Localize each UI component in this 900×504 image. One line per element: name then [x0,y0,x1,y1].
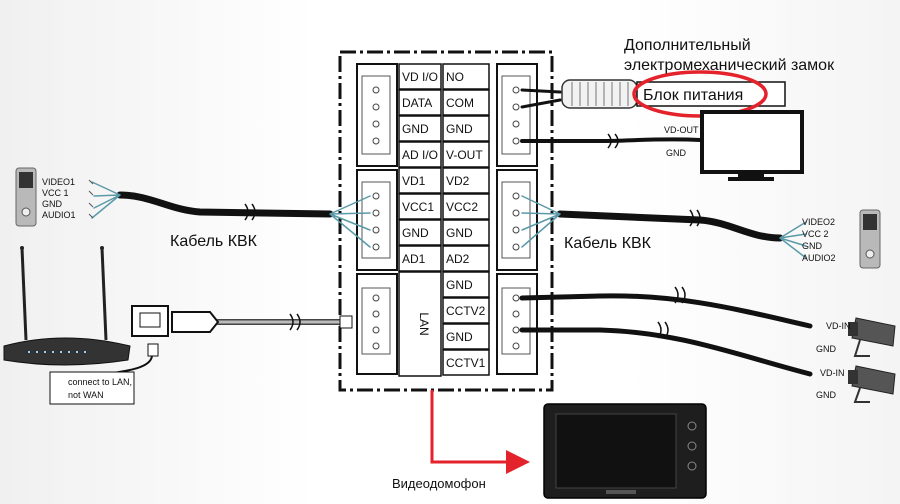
terminal-right-cell [442,219,490,246]
terminal-right-label: GND [446,226,473,240]
kvk-cable-left-label: Кабель КВК [170,233,258,250]
terminal-right-cell [442,245,490,272]
cam2-vd-in-label: VD-IN [820,368,845,378]
terminal-left-cell [398,219,442,246]
terminal-left-cell [398,193,442,220]
terminal-right-cell [442,323,490,350]
terminal-right-label: COM [446,96,474,110]
terminal-left-label: VD I/O [402,70,438,84]
terminal-right-label: VCC2 [446,200,478,214]
panel1-labels: VIDEO1 VCC 1 GND AUDIO1 [42,177,76,220]
terminal-right-cell [442,271,490,298]
terminal-right-label: VD2 [446,174,470,188]
cctv-camera-2 [848,365,896,403]
cam2-gnd-label: GND [816,390,837,400]
terminal-left-cell [398,63,442,90]
terminal-left-cell [398,141,442,168]
terminal-right-label: CCTV1 [446,356,486,370]
rj45-socket [131,305,169,337]
router [3,246,131,366]
panel1-terminals [88,179,94,219]
terminal-right-cell [442,167,490,194]
call-panel-2 [859,209,881,269]
monitor-gnd-label: GND [666,148,687,158]
right-connector-block-3 [496,273,538,375]
panel2-gnd-label: GND [802,241,823,251]
terminal-left-cell [398,245,442,272]
terminal-right-label: GND [446,330,473,344]
lan-plug-end [339,315,353,329]
arrow-head [506,450,530,474]
videophone-monitor [543,403,707,499]
lock-ribbon-connector [561,79,638,109]
terminal-right-cell [442,349,490,376]
terminal-right-label: AD2 [446,252,470,266]
left-connector-block-1 [356,63,398,167]
lock-title-line1: Дополнительный [624,37,751,54]
router-note-line2: not WAN [68,390,104,400]
monitor-vd-out-label: VD-OUT [664,125,699,135]
videophone-label: Видеодомофон [392,476,486,491]
cam1-vd-in-label: VD-IN [826,321,851,331]
left-connector-block-2 [356,169,398,271]
terminal-left-label: VD1 [402,174,426,188]
panel1-vcc-label: VCC 1 [42,188,69,198]
panel2-vcc-label: VCC 2 [802,229,829,239]
kvk-cable-right [556,210,784,242]
terminal-left-label: DATA [402,96,432,110]
router-note-line1: connect to LAN, [68,377,132,387]
videophone-arrow [430,390,508,464]
rj45-plug [171,311,220,333]
terminal-right-label: GND [446,278,473,292]
terminal-grid-right: NOCOMGNDV-OUTVD2VCC2GNDAD2GNDCCTV2GNDCCT… [442,63,490,376]
terminal-left-label: GND [402,226,429,240]
right-connector-block-1 [496,63,538,167]
videophone-button-1 [687,421,697,431]
cctv-camera-1 [848,317,896,357]
terminal-left-label: VCC1 [402,200,434,214]
panel2-video-label: VIDEO2 [802,217,835,227]
kvk-cable-left [116,191,334,218]
lan-label: LAN [417,312,431,335]
terminal-right-cell [442,297,490,324]
lan-cell [398,271,442,377]
power-supply-label: Блок питания [643,87,743,104]
kvk-cable-right-label: Кабель КВК [564,235,652,252]
panel1-gnd-label: GND [42,199,63,209]
terminal-right-cell [442,63,490,90]
panel2-labels: VIDEO2 VCC 2 GND AUDIO2 [802,217,836,263]
terminal-left-cell [398,167,442,194]
cables [91,88,813,377]
call-panel-1 [15,167,37,227]
terminal-right-cell [442,193,490,220]
left-connector-block-3 [356,273,398,375]
terminal-right-cell [442,89,490,116]
cam1-gnd-label: GND [816,344,837,354]
terminal-right-label: CCTV2 [446,304,486,318]
terminal-right-cell [442,115,490,142]
terminal-right-cell [442,141,490,168]
router-note-box [49,371,135,405]
right-connector-block-2 [496,169,538,271]
terminal-right-label: GND [446,122,473,136]
terminal-right-label: V-OUT [446,148,483,162]
cable-break-marks [244,133,701,339]
videophone-button-2 [687,441,697,451]
terminal-left-label: AD1 [402,252,426,266]
panel2-audio-label: AUDIO2 [802,253,836,263]
terminal-right-label: NO [446,70,464,84]
cctv-monitor [700,110,804,181]
panel1-audio-label: AUDIO1 [42,210,76,220]
terminal-left-cell [398,89,442,116]
connector-pins [372,86,520,350]
lock-title-line2: электромеханический замок [624,57,835,74]
panel1-video-label: VIDEO1 [42,177,75,187]
videophone-button-3 [687,461,697,471]
terminal-left-cell [398,115,442,142]
terminal-left-label: GND [402,122,429,136]
terminal-left-label: AD I/O [402,148,438,162]
